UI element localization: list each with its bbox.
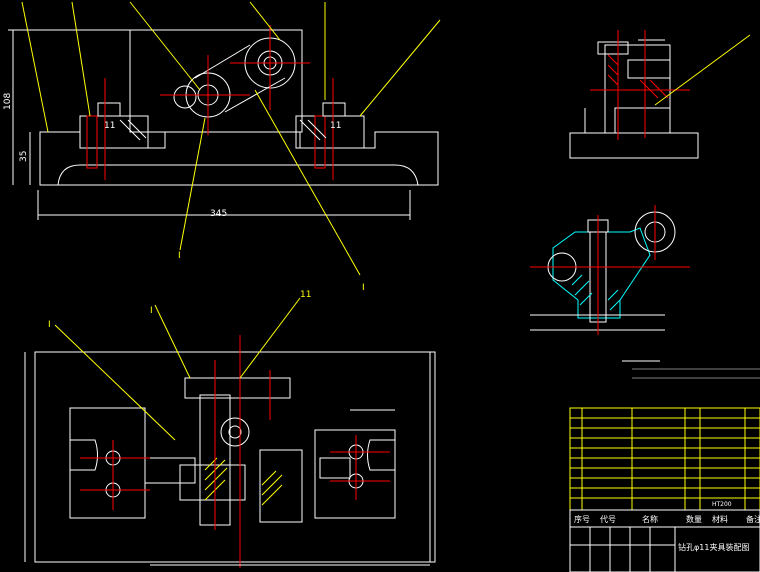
header-label-name: 名称 xyxy=(642,514,658,524)
balloon-label: 11 xyxy=(300,290,311,300)
top-view-leaders xyxy=(54,297,301,441)
balloon-label: I xyxy=(48,320,51,330)
front-view xyxy=(8,25,439,220)
header-label-code: 代号 xyxy=(600,514,616,524)
section-view xyxy=(530,205,690,335)
dim-bolt-left: 11 xyxy=(104,121,115,131)
header-label-qty: 数量 xyxy=(686,514,702,524)
technical-notes xyxy=(622,360,760,379)
balloon-label: I xyxy=(150,306,153,316)
dim-base-height: 35 xyxy=(19,151,29,162)
drawing-title: 钻孔φ11夹具装配图 xyxy=(678,542,749,552)
side-view xyxy=(569,30,699,159)
dim-height: 108 xyxy=(3,93,13,110)
header-label-seq: 序号 xyxy=(574,514,590,524)
parts-list xyxy=(569,407,760,511)
header-label-remark: 备注 xyxy=(746,514,760,524)
section-leaders xyxy=(654,34,751,106)
header-label-material: 材料 xyxy=(712,514,728,524)
top-view xyxy=(24,335,436,568)
balloon-label: I xyxy=(362,283,365,293)
material-note: HT200 xyxy=(712,501,732,508)
dim-overall-length: 345 xyxy=(210,209,227,219)
dim-bolt-right: 11 xyxy=(330,121,341,131)
title-block xyxy=(569,509,760,572)
front-view-leaders xyxy=(21,1,441,276)
balloon-label: I xyxy=(178,251,181,261)
